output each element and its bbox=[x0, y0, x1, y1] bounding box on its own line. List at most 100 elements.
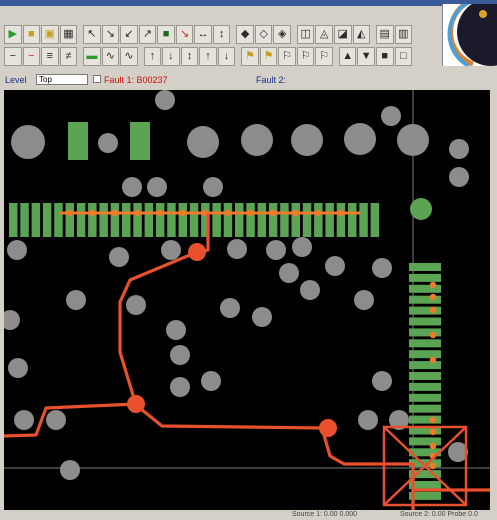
fault-selection-box[interactable] bbox=[382, 425, 468, 507]
connector-pin[interactable] bbox=[409, 328, 441, 337]
connector-pin[interactable] bbox=[88, 203, 97, 237]
via-pad[interactable] bbox=[358, 410, 378, 430]
connector-pin[interactable] bbox=[201, 203, 210, 237]
via-pad[interactable] bbox=[344, 123, 376, 155]
via-pad[interactable] bbox=[372, 258, 392, 278]
via-pad[interactable] bbox=[300, 280, 320, 300]
probe-icon[interactable]: ↘ bbox=[175, 25, 194, 44]
via-pad[interactable] bbox=[7, 240, 27, 260]
connector-highlight-dot[interactable] bbox=[429, 356, 437, 364]
connector-pin[interactable] bbox=[42, 203, 52, 237]
probe-icon[interactable]: ▲ bbox=[338, 47, 357, 66]
connector-pin[interactable] bbox=[20, 203, 29, 237]
connector-highlight-dot[interactable] bbox=[429, 428, 437, 436]
connector-pin[interactable] bbox=[359, 203, 368, 237]
via-pad[interactable] bbox=[8, 358, 28, 378]
connector-highlight-dot[interactable] bbox=[156, 209, 164, 217]
via-pad[interactable] bbox=[98, 133, 118, 153]
via-pad[interactable] bbox=[11, 125, 45, 159]
connector-pin[interactable] bbox=[409, 273, 441, 282]
probe-icon[interactable]: ■ bbox=[375, 47, 394, 66]
connector-pin[interactable] bbox=[409, 306, 441, 315]
connector-pin[interactable] bbox=[314, 203, 323, 237]
via-pad[interactable] bbox=[203, 177, 223, 197]
probe-icon[interactable]: ↔ bbox=[194, 25, 212, 44]
connector-pin[interactable] bbox=[409, 350, 441, 359]
connector-highlight-dot[interactable] bbox=[429, 442, 437, 450]
via-pad[interactable] bbox=[449, 139, 469, 159]
probe-icon[interactable]: □ bbox=[394, 47, 413, 66]
connector-highlight-dot[interactable] bbox=[429, 306, 437, 314]
connector-highlight-dot[interactable] bbox=[134, 209, 141, 217]
trace-icon[interactable]: ∿ bbox=[101, 47, 120, 66]
via-pad[interactable] bbox=[354, 290, 374, 310]
connector-pin[interactable] bbox=[54, 203, 63, 237]
connector-pin[interactable] bbox=[409, 459, 441, 468]
pin-icon[interactable]: ↑ bbox=[199, 47, 217, 66]
connector-pin[interactable] bbox=[280, 203, 289, 237]
trace-node[interactable] bbox=[127, 395, 145, 413]
connector-pin[interactable] bbox=[409, 372, 441, 380]
via-pad[interactable] bbox=[66, 290, 86, 310]
connector-pin[interactable] bbox=[409, 415, 441, 424]
via-pad[interactable] bbox=[46, 410, 66, 430]
trace-icon[interactable]: ∿ bbox=[120, 47, 138, 66]
connector-pin[interactable] bbox=[76, 203, 86, 237]
connector-pin[interactable] bbox=[31, 203, 41, 237]
connector-pin[interactable] bbox=[110, 203, 120, 237]
connector-pin[interactable] bbox=[409, 470, 441, 479]
connector-highlight-dot[interactable] bbox=[337, 209, 344, 217]
via-pad[interactable] bbox=[126, 295, 146, 315]
connector-pin[interactable] bbox=[409, 295, 441, 304]
connector-pin[interactable] bbox=[133, 203, 142, 237]
trace-node[interactable] bbox=[188, 243, 206, 261]
via-pad[interactable] bbox=[389, 410, 409, 430]
connector-pin[interactable] bbox=[409, 382, 441, 391]
trace-node[interactable] bbox=[319, 419, 337, 437]
via-pad[interactable] bbox=[161, 240, 181, 260]
via-pad[interactable] bbox=[227, 239, 247, 259]
connector-highlight-dot[interactable] bbox=[247, 209, 254, 217]
flag-icon[interactable]: ⚑ bbox=[241, 47, 259, 66]
grid-icon[interactable]: ▦ bbox=[59, 25, 78, 44]
ruler-icon[interactable]: ≡ bbox=[41, 47, 59, 66]
via-pad[interactable] bbox=[170, 345, 190, 365]
connector-pin[interactable] bbox=[409, 437, 441, 446]
flag-icon[interactable]: ⚐ bbox=[296, 47, 315, 66]
ruler-icon[interactable]: − bbox=[4, 47, 22, 66]
via-pad[interactable] bbox=[122, 177, 142, 197]
stop-icon[interactable]: ■ bbox=[157, 25, 175, 44]
via-pad[interactable] bbox=[220, 298, 240, 318]
trace-icon[interactable]: ▬ bbox=[83, 47, 101, 66]
thermal-preview-thumbnail[interactable] bbox=[442, 4, 497, 66]
signal-trace[interactable] bbox=[4, 402, 137, 438]
probe-icon[interactable]: ▼ bbox=[357, 47, 375, 66]
via-pad[interactable] bbox=[14, 410, 34, 430]
connector-pin[interactable] bbox=[348, 203, 357, 237]
connector-pin[interactable] bbox=[268, 203, 278, 237]
pcb-canvas[interactable] bbox=[4, 90, 490, 510]
connector-highlight-dot[interactable] bbox=[292, 209, 299, 217]
green-arrow-icon[interactable]: ▶ bbox=[4, 25, 22, 44]
folder-open-icon[interactable]: ▣ bbox=[41, 25, 59, 44]
via-pad[interactable] bbox=[325, 256, 345, 276]
connector-pin[interactable] bbox=[235, 203, 244, 237]
via-pad[interactable] bbox=[241, 124, 273, 156]
via-pad[interactable] bbox=[4, 310, 20, 330]
probe-icon[interactable]: ↕ bbox=[212, 25, 231, 44]
via-pad-green[interactable] bbox=[410, 198, 432, 220]
window-icon[interactable]: ▥ bbox=[394, 25, 413, 44]
pcb-board-view[interactable] bbox=[4, 90, 490, 510]
flag-icon[interactable]: ⚑ bbox=[259, 47, 278, 66]
net-icon[interactable]: ◭ bbox=[352, 25, 371, 44]
window-icon[interactable]: ▤ bbox=[375, 25, 394, 44]
pin-icon[interactable]: ◈ bbox=[273, 25, 291, 44]
connector-highlight-dot[interactable] bbox=[269, 209, 277, 217]
pin-icon[interactable]: ↓ bbox=[217, 47, 236, 66]
component-pad[interactable] bbox=[68, 122, 88, 160]
fault-selection-cross[interactable] bbox=[383, 426, 467, 506]
pin-icon[interactable]: ◇ bbox=[254, 25, 273, 44]
connector-pin[interactable] bbox=[212, 203, 221, 237]
connector-pin[interactable] bbox=[370, 203, 380, 237]
connector-highlight-dot[interactable] bbox=[88, 209, 96, 217]
